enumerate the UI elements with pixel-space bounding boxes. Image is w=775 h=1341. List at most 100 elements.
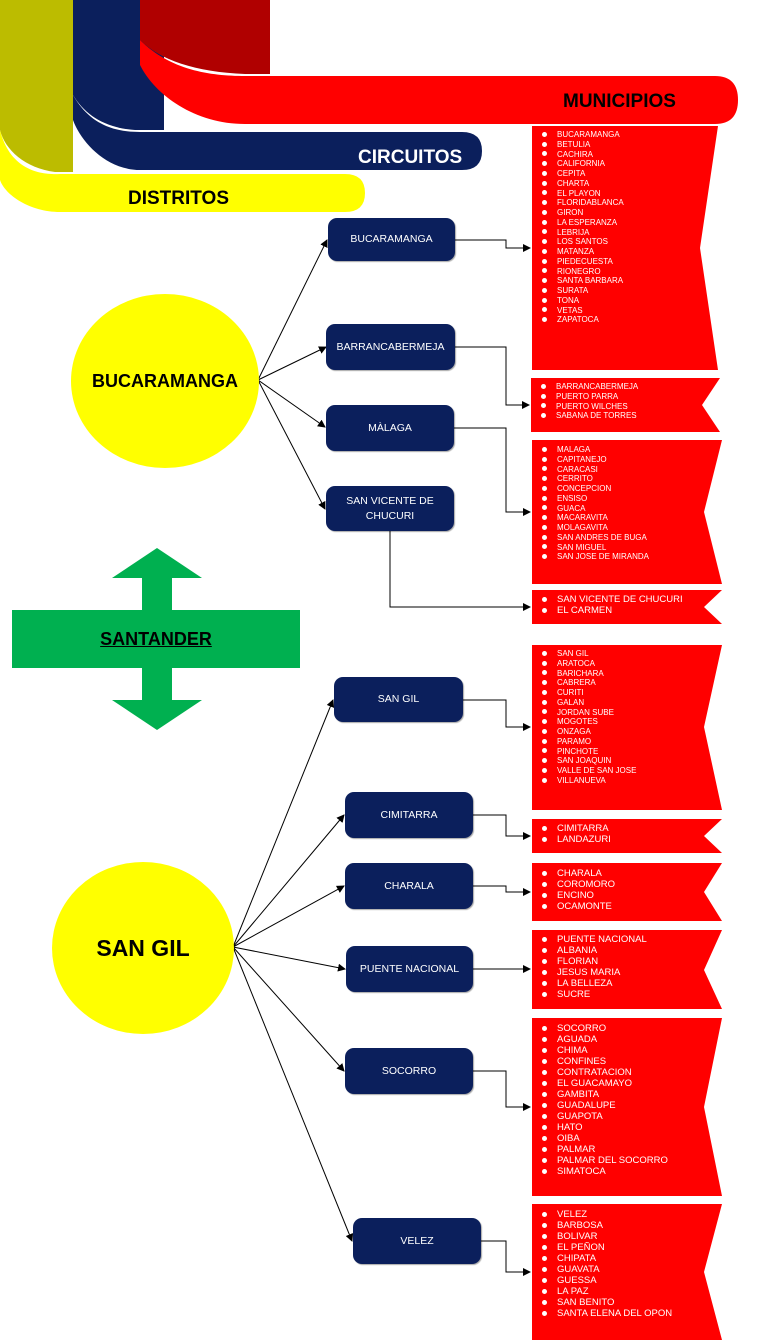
municipio-item: PALMAR	[534, 1144, 668, 1155]
municipio-item: LA ESPERANZA	[534, 218, 624, 228]
municipio-item: PUENTE NACIONAL	[534, 934, 647, 945]
municipio-item: GAMBITA	[534, 1089, 668, 1100]
municipio-item: BARRANCABERMEJA	[533, 382, 638, 392]
municipio-item: LOS SANTOS	[534, 237, 624, 247]
municipio-item: CIMITARRA	[534, 823, 611, 834]
municipios-column	[140, 0, 270, 74]
municipio-item: PIEDECUESTA	[534, 257, 624, 267]
municipio-item: CHIPATA	[534, 1253, 672, 1264]
elbow-cimitarra	[473, 814, 531, 840]
municipio-item: SURATA	[534, 286, 624, 296]
circuit-label: SOCORRO	[381, 1064, 437, 1077]
elbow-san-gil	[463, 699, 531, 731]
municipio-item: JESUS MARIA	[534, 967, 647, 978]
circuit-box: SAN GIL	[334, 677, 463, 722]
municipio-item: AGUADA	[534, 1034, 668, 1045]
municipio-item: PINCHOTE	[534, 747, 636, 757]
municipio-item: CAPITANEJO	[534, 455, 649, 465]
distritos-ribbon	[0, 130, 365, 212]
municipio-item: CONFINES	[534, 1056, 668, 1067]
municipio-item: MALAGA	[534, 445, 649, 455]
municipio-item: PALMAR DEL SOCORRO	[534, 1155, 668, 1166]
municipio-item: COROMORO	[534, 879, 615, 890]
municipio-item: SABANA DE TORRES	[533, 411, 638, 421]
municipio-item: MOLAGAVITA	[534, 523, 649, 533]
municipio-item: ENSISO	[534, 494, 649, 504]
municipio-item: CHARTA	[534, 179, 624, 189]
municipio-item: MATANZA	[534, 247, 624, 257]
circuit-box: CIMITARRA	[345, 792, 473, 838]
header-distritos: DISTRITOS	[128, 188, 229, 209]
municipio-item: SAN MIGUEL	[534, 543, 649, 553]
municipio-item: CONTRATACION	[534, 1067, 668, 1078]
municipio-item: MOGOTES	[534, 717, 636, 727]
municipio-banners	[531, 126, 722, 1340]
circuit-box: SAN VICENTE DE CHUCURI	[326, 486, 454, 531]
municipio-item: LA BELLEZA	[534, 978, 647, 989]
municipio-item: CABRERA	[534, 678, 636, 688]
connector-bucaramanga-2	[257, 346, 327, 381]
municipio-item: FLORIDABLANCA	[534, 198, 624, 208]
banner-socorro	[532, 1018, 722, 1196]
circuit-box: BARRANCABERMEJA	[326, 324, 455, 370]
elbow-velez	[481, 1240, 531, 1276]
circuit-label: BUCARAMANGA	[350, 233, 433, 246]
connector-bucaramanga-4	[257, 379, 326, 510]
municipio-item: CEPITA	[534, 169, 624, 179]
municipio-item: CHIMA	[534, 1045, 668, 1056]
municipio-item: PARAMO	[534, 737, 636, 747]
municipio-item: CHARALA	[534, 868, 615, 879]
municipio-item: LANDAZURI	[534, 834, 611, 845]
circuit-box: CHARALA	[345, 863, 473, 909]
municipio-item: GUAPOTA	[534, 1111, 668, 1122]
municipio-item: RIONEGRO	[534, 267, 624, 277]
circuit-box: VELEZ	[353, 1218, 481, 1264]
connector-sangil-5	[232, 946, 345, 1072]
elbow-bucaramanga	[455, 239, 531, 252]
municipio-item: GUESSA	[534, 1275, 672, 1286]
connector-bucaramanga-1	[257, 239, 328, 381]
municipio-item: GUAVATA	[534, 1264, 672, 1275]
municipio-item: CONCEPCION	[534, 484, 649, 494]
municipio-item: OCAMONTE	[534, 901, 615, 912]
circuit-box: PUENTE NACIONAL	[346, 946, 473, 992]
municipio-item: ZAPATOCA	[534, 315, 624, 325]
municipio-item: PUERTO WILCHES	[533, 402, 638, 412]
municipio-item: LA PAZ	[534, 1286, 672, 1297]
municipio-item: BARBOSA	[534, 1220, 672, 1231]
connector-sangil-6	[232, 946, 354, 1242]
circuit-label: BARRANCABERMEJA	[336, 340, 445, 353]
circuit-label: PUENTE NACIONAL	[359, 962, 460, 975]
municipio-item: JORDAN SUBE	[534, 708, 636, 718]
district-connectors	[232, 239, 354, 1242]
banner-san-gil	[532, 645, 722, 810]
banner-puente-nacional	[532, 930, 722, 1009]
connector-bucaramanga-3	[257, 379, 326, 428]
circuit-box: SOCORRO	[345, 1048, 473, 1094]
distritos-column	[0, 0, 73, 172]
municipio-item: BOLIVAR	[534, 1231, 672, 1242]
connector-sangil-2	[232, 814, 345, 948]
municipio-item: VELEZ	[534, 1209, 672, 1220]
municipio-item: SAN JOAQUIN	[534, 756, 636, 766]
connector-sangil-4	[232, 946, 346, 972]
municipio-item: BETULIA	[534, 140, 624, 150]
banner-bucaramanga	[532, 126, 718, 370]
municipio-item: EL PEÑON	[534, 1242, 672, 1253]
elbow-socorro	[473, 1070, 531, 1111]
municipio-item: OIBA	[534, 1133, 668, 1144]
municipio-item: FLORIAN	[534, 956, 647, 967]
municipio-item: CALIFORNIA	[534, 159, 624, 169]
district-bucaramanga: BUCARAMANGA	[71, 294, 259, 468]
circuit-label: MÀLAGA	[368, 421, 412, 434]
municipio-item: CURITI	[534, 688, 636, 698]
municipio-item: CACHIRA	[534, 150, 624, 160]
municipio-item: PUERTO PARRA	[533, 392, 638, 402]
